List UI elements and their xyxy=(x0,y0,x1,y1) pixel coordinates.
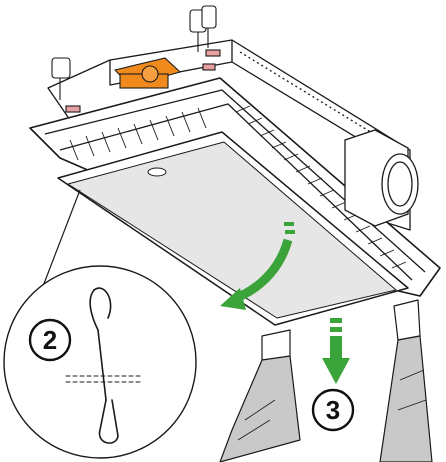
step-2-callout: 2 xyxy=(28,318,72,362)
left-arm xyxy=(219,329,301,462)
motor-assembly xyxy=(113,57,182,89)
swing-arrow-icon xyxy=(220,222,295,310)
valve-actuators xyxy=(51,5,221,113)
right-arm xyxy=(379,299,433,462)
duct-collar xyxy=(344,129,419,227)
safety-wire-icon xyxy=(65,287,141,444)
step-3-label: 3 xyxy=(326,395,340,425)
step-2-label: 2 xyxy=(43,325,57,355)
detail-circle xyxy=(3,265,197,459)
down-arrow-icon xyxy=(322,318,350,384)
step-3-callout: 3 xyxy=(311,388,355,432)
filter-panel xyxy=(57,131,409,326)
